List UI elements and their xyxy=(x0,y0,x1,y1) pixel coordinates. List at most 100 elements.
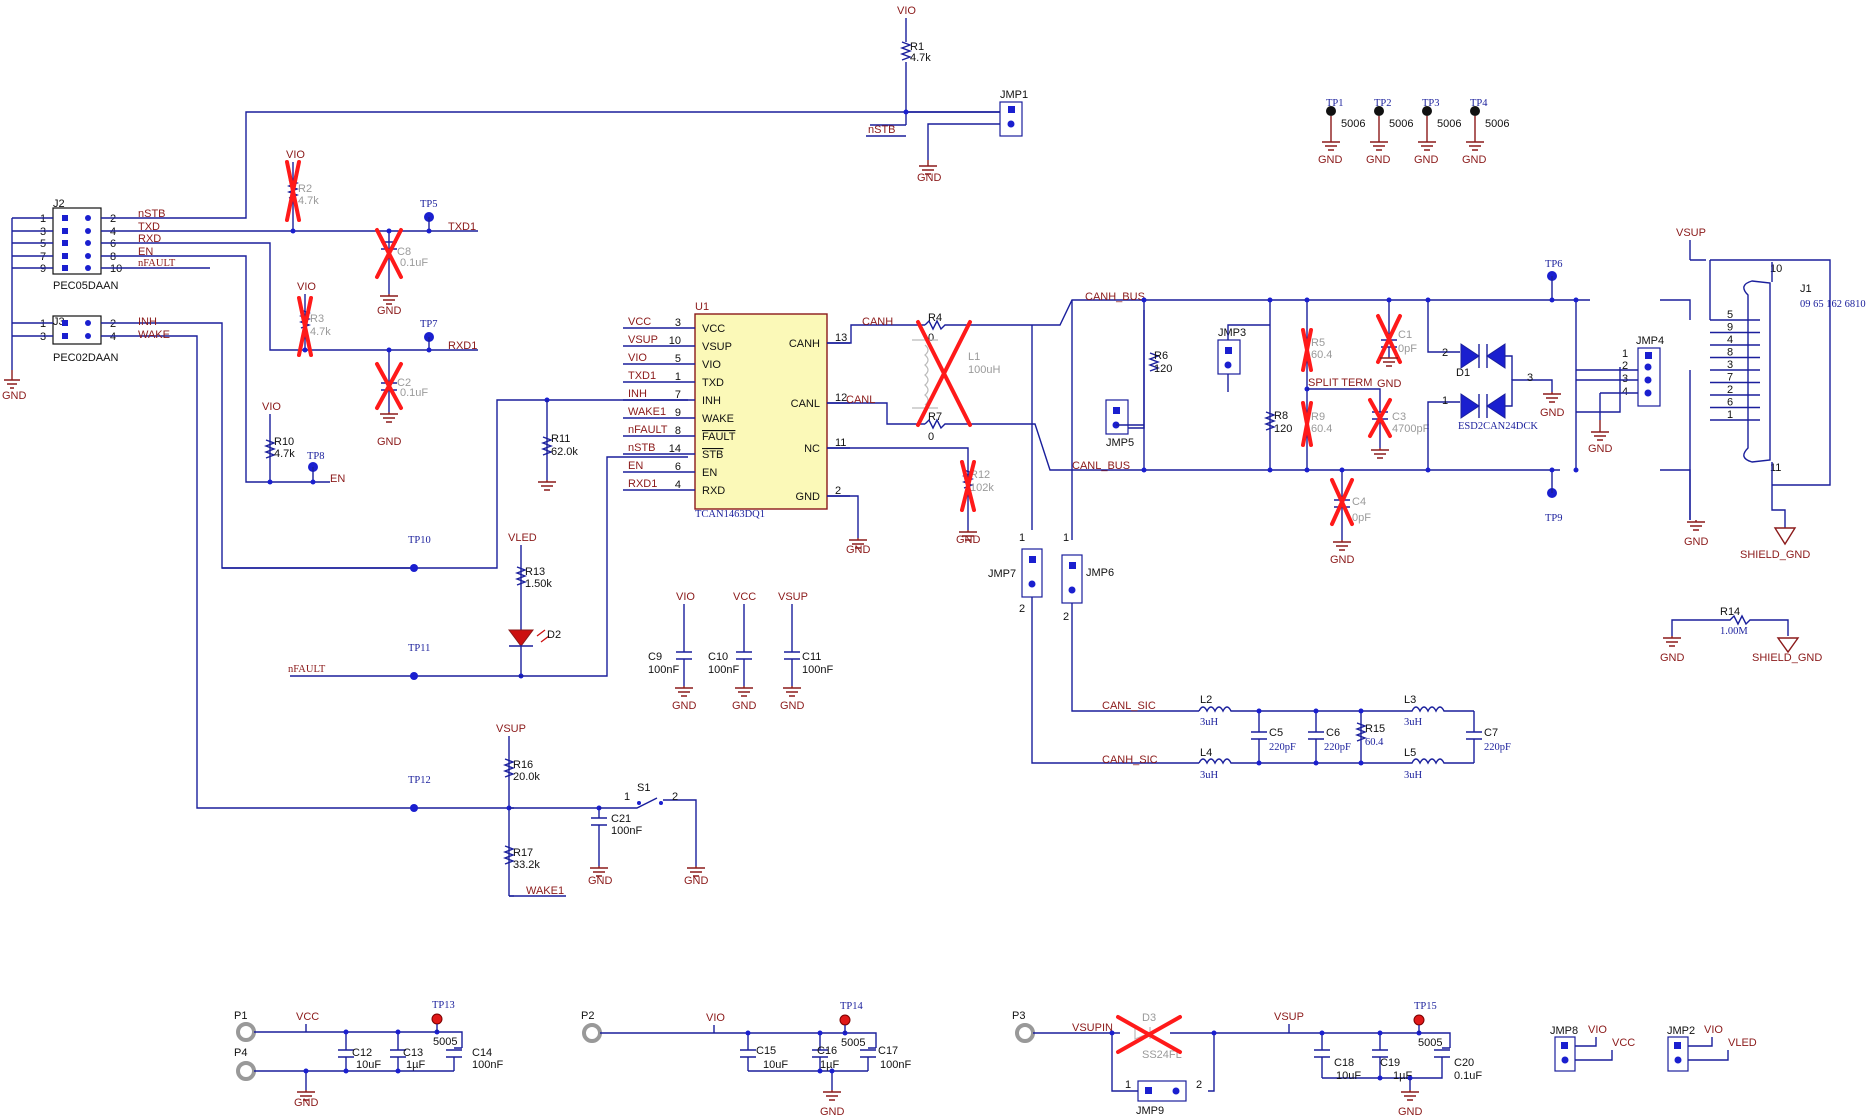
svg-text:GND: GND xyxy=(588,875,613,887)
svg-text:R3: R3 xyxy=(310,313,324,325)
svg-text:VIO: VIO xyxy=(1704,1024,1723,1036)
u1-pin-name: WAKE xyxy=(702,413,734,425)
u1-pin-name: EN xyxy=(702,467,717,479)
u1-pin-num: 1 xyxy=(675,371,681,383)
svg-text:100nF: 100nF xyxy=(708,664,739,676)
svg-text:1: 1 xyxy=(624,791,630,803)
svg-text:VLED: VLED xyxy=(508,532,537,544)
svg-text:TP10: TP10 xyxy=(408,535,431,546)
tp3: TP3 5006 GND xyxy=(1414,98,1461,166)
svg-text:TP12: TP12 xyxy=(408,775,431,786)
svg-text:GND: GND xyxy=(294,1097,319,1109)
j1-pin-num: 6 xyxy=(1727,397,1733,409)
j1-pin-num: 3 xyxy=(1727,359,1733,371)
svg-text:R12: R12 xyxy=(970,469,990,481)
j2-ref: J2 xyxy=(53,198,65,210)
svg-text:VSUP: VSUP xyxy=(496,723,526,735)
svg-text:4700pF: 4700pF xyxy=(1392,423,1430,435)
j2-pin-num: 8 xyxy=(110,251,116,263)
svg-text:VSUP: VSUP xyxy=(778,591,808,603)
net-inh-j3: INH xyxy=(138,316,157,328)
svg-text:SHIELD_GND: SHIELD_GND xyxy=(1752,652,1822,664)
net-nstb-j2: nSTB xyxy=(138,208,166,220)
p3-vsup-power: P3 VSUPIN D3 SS24FL 1 2 JMP9 VSUP GND C1… xyxy=(1012,1001,1482,1116)
svg-text:10uF: 10uF xyxy=(763,1059,788,1071)
j3-pin-pad xyxy=(62,320,68,326)
net-en-j2: EN xyxy=(138,246,153,258)
svg-text:C6: C6 xyxy=(1326,727,1340,739)
svg-text:3: 3 xyxy=(1527,372,1533,384)
j3-pin-num: 3 xyxy=(40,331,46,343)
j2-pin-num: 7 xyxy=(40,251,46,263)
svg-text:100nF: 100nF xyxy=(648,664,679,676)
j2-pin-pad xyxy=(62,228,68,234)
u1-net-label: RXD1 xyxy=(628,478,657,490)
svg-text:10uF: 10uF xyxy=(1336,1070,1361,1082)
u1-pin-num: 9 xyxy=(675,407,681,419)
svg-text:GND: GND xyxy=(1318,154,1343,166)
svg-text:C18: C18 xyxy=(1334,1057,1354,1069)
header-wiring: GND nSTB TXD RXD EN nFAULT INH WAKE xyxy=(2,111,1008,809)
svg-text:0: 0 xyxy=(928,332,934,344)
svg-text:VSUP: VSUP xyxy=(1676,227,1706,239)
svg-text:5006: 5006 xyxy=(1485,118,1509,130)
svg-text:CANL_SIC: CANL_SIC xyxy=(1102,700,1156,712)
svg-text:R7: R7 xyxy=(928,411,942,423)
decoupling-caps: VIO C9 100nF GND VCC C10 100nF GND VSUP … xyxy=(648,591,833,712)
u1-pin-name: VCC xyxy=(702,323,725,335)
svg-text:100nF: 100nF xyxy=(880,1059,911,1071)
net-rxd-j2: RXD xyxy=(138,233,161,245)
svg-text:220pF: 220pF xyxy=(1324,742,1351,753)
svg-text:D2: D2 xyxy=(547,629,561,641)
svg-text:P3: P3 xyxy=(1012,1010,1025,1022)
svg-text:1.50k: 1.50k xyxy=(525,578,552,590)
gnd-j-label: GND xyxy=(2,390,27,402)
svg-text:0pF: 0pF xyxy=(1352,512,1371,524)
u1-net-label: INH xyxy=(628,388,647,400)
u1-pin-name: TXD xyxy=(702,377,724,389)
svg-text:5006: 5006 xyxy=(1437,118,1461,130)
svg-text:C4: C4 xyxy=(1352,496,1366,508)
svg-text:VCC: VCC xyxy=(1612,1037,1635,1049)
u1-pin-name: CANL xyxy=(791,398,820,410)
wake-switch-block: VSUP R16 20.0k R17 33.2k WAKE1 TP12 C21 … xyxy=(408,723,709,897)
r10-block: VIO R10 4.7k TP8 EN xyxy=(262,401,345,485)
u1-pin-name: NC xyxy=(804,443,820,455)
svg-text:GND: GND xyxy=(1398,1106,1423,1116)
svg-text:10uF: 10uF xyxy=(356,1059,381,1071)
svg-text:1: 1 xyxy=(1063,532,1069,544)
svg-text:ESD2CAN24DCK: ESD2CAN24DCK xyxy=(1458,421,1538,432)
net-nfault-j2: nFAULT xyxy=(138,258,176,269)
svg-text:TP9: TP9 xyxy=(1545,513,1563,524)
svg-text:VLED: VLED xyxy=(1728,1037,1757,1049)
svg-text:3uH: 3uH xyxy=(1404,770,1423,781)
svg-text:0.1uF: 0.1uF xyxy=(400,387,428,399)
svg-text:CANL: CANL xyxy=(846,394,875,406)
u1-pin-num: 12 xyxy=(835,392,847,404)
jmp8-jmp2: JMP8 VIO VCC JMP2 VIO VLED xyxy=(1550,1024,1757,1072)
svg-text:60.4: 60.4 xyxy=(1311,423,1332,435)
svg-text:100nF: 100nF xyxy=(802,664,833,676)
svg-text:R17: R17 xyxy=(513,847,533,859)
svg-text:GND: GND xyxy=(1684,536,1709,548)
svg-text:120: 120 xyxy=(1274,423,1292,435)
jmp1-ref: JMP1 xyxy=(1000,89,1028,101)
svg-text:GND: GND xyxy=(820,1106,845,1116)
svg-text:JMP4: JMP4 xyxy=(1636,335,1664,347)
svg-text:0pF: 0pF xyxy=(1398,343,1417,355)
svg-text:5005: 5005 xyxy=(841,1037,865,1049)
j2-pin-pad xyxy=(62,265,68,271)
svg-text:0: 0 xyxy=(928,431,934,443)
svg-text:TP7: TP7 xyxy=(420,319,438,330)
j2-pin-num: 6 xyxy=(110,238,116,250)
u1-pin-num: 13 xyxy=(835,332,847,344)
svg-text:C12: C12 xyxy=(352,1047,372,1059)
svg-text:VIO: VIO xyxy=(1588,1024,1607,1036)
svg-text:J1: J1 xyxy=(1800,283,1812,295)
u1-pin-name: VIO xyxy=(702,359,721,371)
svg-text:R2: R2 xyxy=(298,183,312,195)
svg-text:D3: D3 xyxy=(1142,1012,1156,1024)
